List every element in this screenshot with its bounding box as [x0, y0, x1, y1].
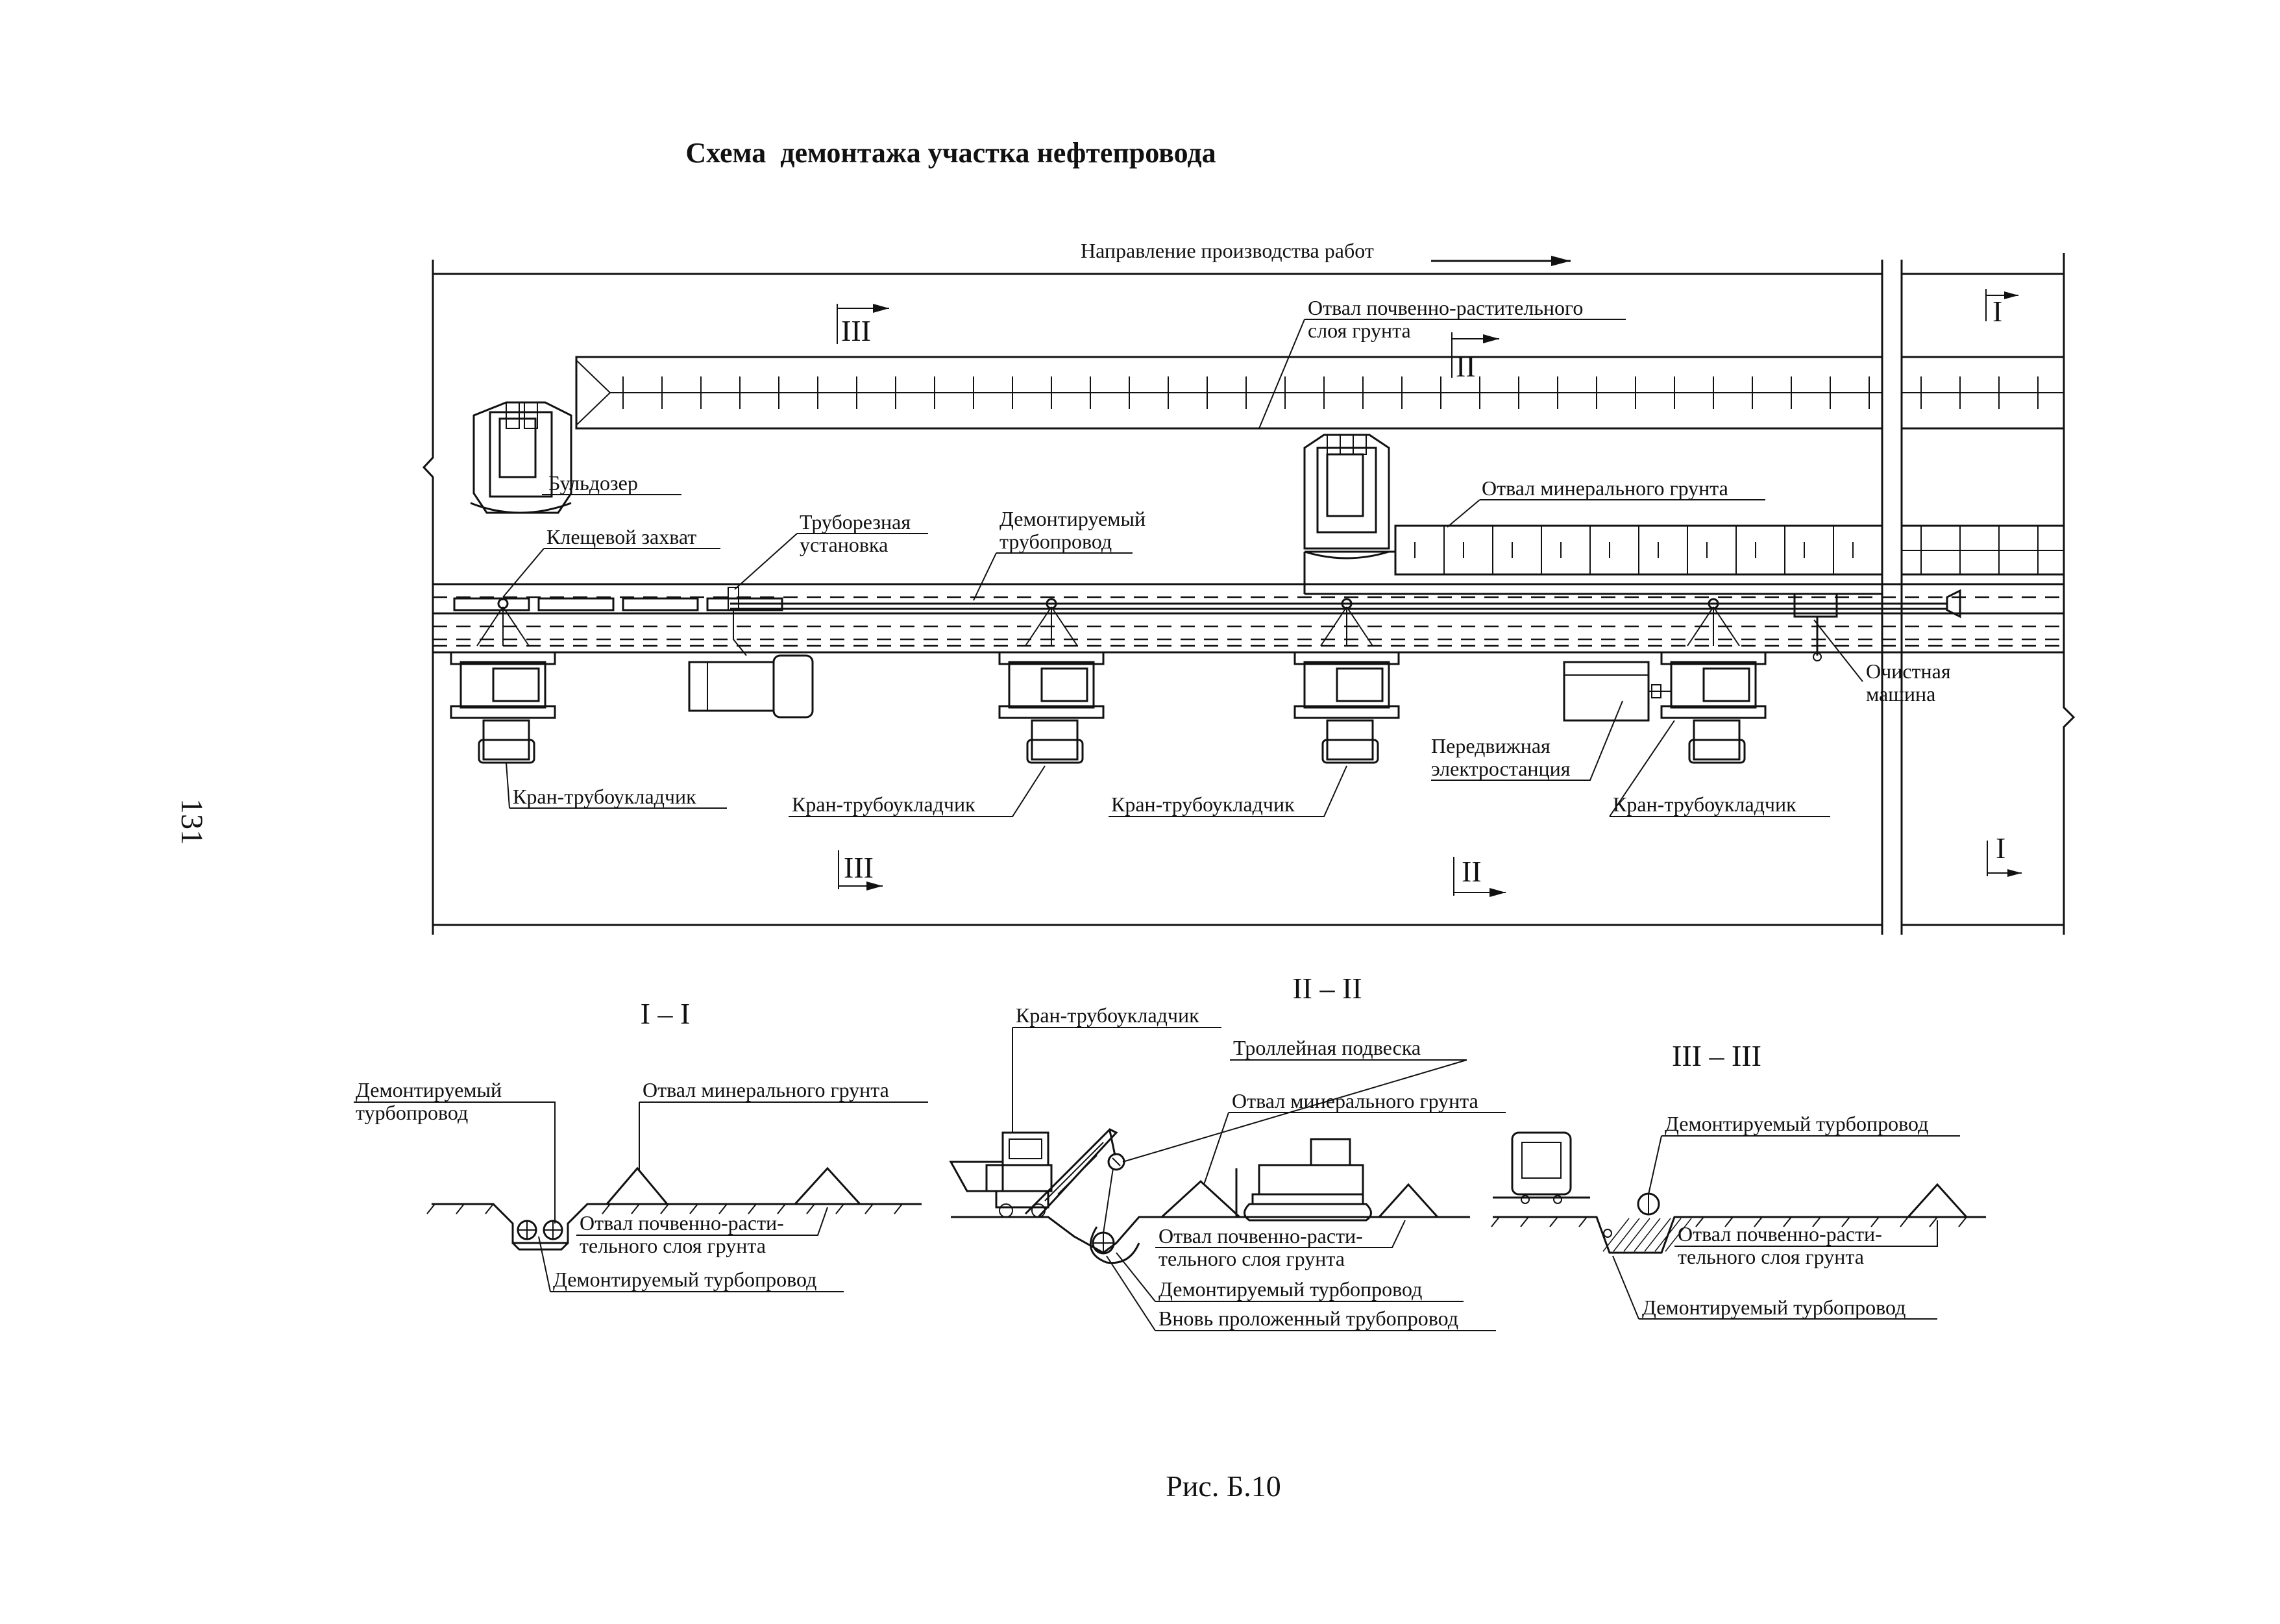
svg-text:I: I: [1996, 831, 2005, 865]
section-mark-ii-bottom: II: [1453, 855, 1506, 897]
s3-pipe-bottom-label: Демонтируемый турбопровод: [1642, 1296, 1906, 1319]
section-bulldozer-icon: [1235, 1138, 1372, 1222]
s1-soil-label-1: Отвал почвенно-расти-: [580, 1211, 784, 1235]
pipelayer-crane-b-icon: [998, 598, 1105, 764]
bulldozer-2-icon: [1303, 434, 1390, 560]
section-ii-ii: II – II Кран-трубоукладчик Троллейная по…: [949, 972, 1506, 1331]
plan-view: Отвал почвенно-растительного слоя грунта…: [422, 253, 2076, 935]
s1-mineral-label: Отвал минерального грунта: [643, 1078, 889, 1101]
s2-crane-label: Кран-трубоукладчик: [1016, 1003, 1199, 1027]
crane-c-label: Кран-трубоукладчик: [1111, 793, 1295, 816]
s3-soil-label-1: Отвал почвенно-расти-: [1678, 1222, 1882, 1246]
s2-pipe-label: Демонтируемый турбопровод: [1158, 1277, 1422, 1301]
section-mark-i-top: I: [1985, 289, 2018, 328]
s1-pipe-label-1: Демонтируемый: [356, 1078, 502, 1101]
pipe-label-1: Демонтируемый: [999, 507, 1146, 530]
section-ii-title: II – II: [1292, 972, 1362, 1005]
pipe-cutter-label-1: Труборезная: [800, 510, 911, 534]
crane-a-label: Кран-трубоукладчик: [513, 785, 696, 808]
pipeline-trench: [433, 583, 2064, 654]
s2-soil-label-2: тельного слоя грунта: [1158, 1247, 1345, 1270]
s2-new-pipe-label: Вновь проложенный трубопровод: [1158, 1307, 1458, 1330]
s2-mineral-label: Отвал минерального грунта: [1232, 1089, 1478, 1113]
bulldozer-label: Бульдозер: [548, 471, 638, 495]
pipelayer-crane-d-icon: [1660, 598, 1767, 764]
svg-text:II: II: [1462, 855, 1482, 888]
pipe-label-2: трубопровод: [999, 530, 1112, 553]
page-number: 131: [175, 798, 209, 845]
s1-pipe-bottom-label: Демонтируемый турбопровод: [553, 1268, 816, 1291]
power-station-label-2: электростанция: [1431, 757, 1571, 780]
section-mark-iii-bottom: III: [838, 850, 883, 891]
power-station-label-1: Передвижная: [1431, 734, 1551, 757]
pipelayer-crane-a-icon: [450, 598, 556, 764]
section-crane-icon: [949, 1128, 1125, 1234]
mineral-dump-strip: [1303, 524, 2065, 595]
s3-soil-label-2: тельного слоя грунта: [1678, 1245, 1864, 1268]
pipelayer-crane-c-icon: [1293, 598, 1400, 764]
section-iii-iii: III – III Демонтируемый турбопровод Отва…: [1491, 1039, 1986, 1320]
svg-text:III: III: [844, 851, 874, 884]
s1-pipe-label-2: турбопровод: [356, 1101, 468, 1124]
cleaning-machine-label-2: машина: [1866, 682, 1935, 706]
section-i-title: I – I: [641, 997, 691, 1030]
topsoil-dump-label-2: слоя грунта: [1308, 319, 1411, 342]
section-i-i: I – I Демонтируемый турбопровод Отвал ми…: [354, 997, 928, 1292]
mineral-dump-label: Отвал минерального грунта: [1482, 476, 1728, 500]
direction-label: Направление производства работ: [1081, 239, 1374, 262]
section-mark-ii-top: II: [1451, 332, 1499, 383]
section-iii-machine-icon: [1493, 1131, 1590, 1204]
svg-text:III: III: [841, 314, 871, 347]
topsoil-dump-label-1: Отвал почвенно-растительного: [1308, 296, 1583, 319]
crane-d-label: Кран-трубоукладчик: [1613, 793, 1796, 816]
s2-trolley-label: Троллейная подвеска: [1233, 1036, 1421, 1059]
s1-soil-label-2: тельного слоя грунта: [580, 1234, 766, 1257]
figure-caption: Рис. Б.10: [1166, 1470, 1281, 1503]
section-mark-iii-top: III: [837, 304, 889, 347]
svg-text:I: I: [1992, 295, 2002, 328]
crane-b-label: Кран-трубоукладчик: [792, 793, 975, 816]
mobile-power-station-icon: [1563, 661, 1671, 722]
page-title: Схема демонтажа участка нефтепровода: [685, 137, 1216, 169]
cleaning-machine-label-1: Очистная: [1866, 659, 1951, 683]
section-iii-title: III – III: [1672, 1039, 1761, 1072]
topsoil-dump-strip: [575, 356, 2065, 430]
s2-soil-label-1: Отвал почвенно-расти-: [1158, 1224, 1363, 1248]
svg-text:II: II: [1456, 350, 1476, 383]
section-mark-i-bottom: I: [1987, 831, 2022, 877]
clamp-label: Клещевой захват: [546, 525, 696, 548]
direction-arrow: [1431, 256, 1571, 266]
s3-pipe-top-label: Демонтируемый турбопровод: [1665, 1112, 1928, 1135]
pipe-cutter-icon: [688, 587, 814, 719]
pipe-end-plug-icon: [1946, 589, 1961, 619]
bulldozer-icon: [470, 401, 572, 514]
pipe-cutter-label-2: установка: [800, 533, 888, 556]
